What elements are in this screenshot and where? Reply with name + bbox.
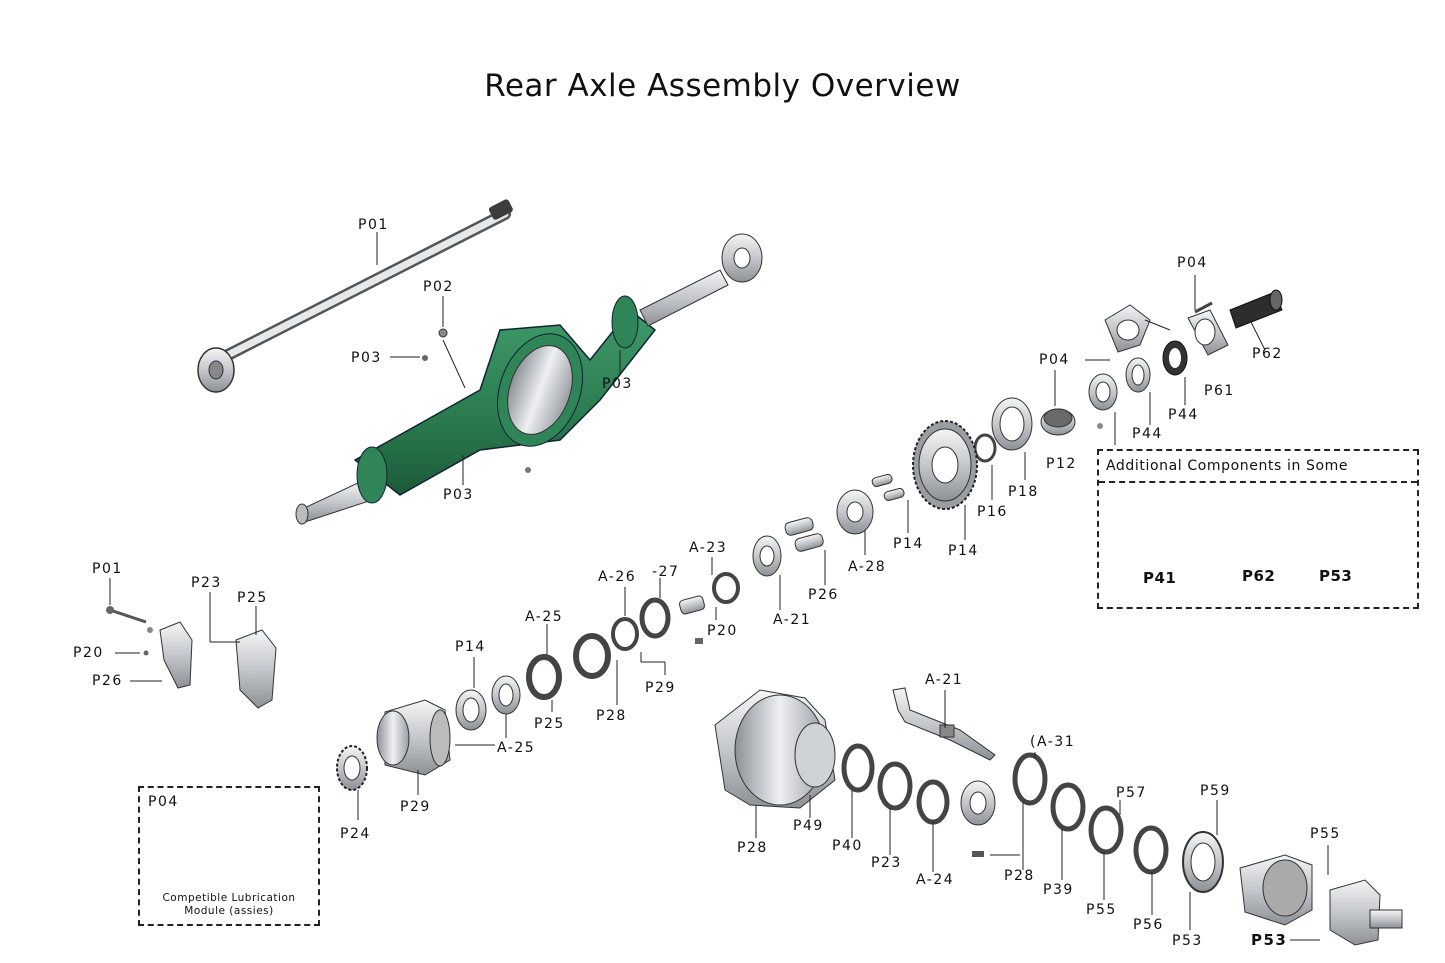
output-flange-p53 bbox=[1239, 854, 1403, 946]
lube-module-label: P04 bbox=[148, 794, 179, 810]
label-p03: P03 bbox=[443, 487, 474, 503]
axle-housing bbox=[295, 233, 763, 525]
bearing-cap-p61 bbox=[1187, 301, 1229, 356]
label-p01: P01 bbox=[92, 561, 123, 577]
label-p23: P23 bbox=[871, 855, 902, 871]
label-p03: P03 bbox=[602, 376, 633, 392]
label-a28: A-28 bbox=[848, 559, 887, 575]
pinion-shaft-p62 bbox=[1229, 289, 1283, 351]
label-p20: P20 bbox=[707, 623, 738, 639]
locking-ring-a31 bbox=[960, 780, 996, 826]
label-p12: P12 bbox=[1046, 456, 1077, 472]
label-p56: P56 bbox=[1133, 917, 1164, 933]
label-p25: P25 bbox=[237, 590, 268, 606]
label-p28: P28 bbox=[737, 840, 768, 856]
additional-components-header: Additional Components in Some bbox=[1106, 458, 1349, 474]
label-p03: P03 bbox=[351, 350, 382, 366]
shift-fork-a21 bbox=[892, 687, 996, 761]
bearing-cap-p04 bbox=[1104, 304, 1151, 353]
label-p20: P20 bbox=[73, 645, 104, 661]
label-p57: P57 bbox=[1116, 785, 1147, 801]
label-p29: P29 bbox=[400, 799, 431, 815]
ring-gear-p14 bbox=[912, 420, 978, 510]
label-p49: P49 bbox=[793, 818, 824, 834]
label-p26: P26 bbox=[808, 587, 839, 603]
label-p53: P53 bbox=[1172, 933, 1203, 949]
label-a31: (A-31 bbox=[1030, 734, 1076, 750]
label-p23: P23 bbox=[191, 575, 222, 591]
item-label-p62: P62 bbox=[1242, 567, 1276, 585]
label-p55: P55 bbox=[1310, 826, 1341, 842]
lube-module-caption-1: Competible Lubrication bbox=[162, 892, 296, 904]
label-p14: P14 bbox=[893, 536, 924, 552]
label-p44: P44 bbox=[1168, 407, 1199, 423]
label-a26: A-26 bbox=[598, 569, 637, 585]
label-p55: P55 bbox=[1086, 902, 1117, 918]
label-p04: P04 bbox=[1177, 255, 1208, 271]
label-p25: P25 bbox=[534, 716, 565, 732]
label-p59: P59 bbox=[1200, 783, 1231, 799]
label-p16: P16 bbox=[977, 504, 1008, 520]
label-a21: A-21 bbox=[773, 612, 812, 628]
lube-module-caption-2: Module (assies) bbox=[184, 905, 274, 917]
label-a27: -27 bbox=[652, 564, 680, 580]
item-label-p41: P41 bbox=[1143, 569, 1177, 587]
label-p28: P28 bbox=[1004, 868, 1035, 884]
label-p02: P02 bbox=[423, 279, 454, 295]
label-p40: P40 bbox=[832, 838, 863, 854]
label-p04: P04 bbox=[1039, 352, 1070, 368]
label-p39: P39 bbox=[1043, 882, 1074, 898]
label-p26: P26 bbox=[92, 673, 123, 689]
label-p61: P61 bbox=[1204, 383, 1235, 399]
pinion-housing-p29 bbox=[376, 699, 451, 776]
label-a25: A-25 bbox=[497, 740, 536, 756]
label-p18: P18 bbox=[1008, 484, 1039, 500]
box-divider bbox=[1099, 481, 1417, 483]
item-label-p53: P53 bbox=[1319, 567, 1353, 585]
lube-module-box: P04 Competible Lubrication Module (assie… bbox=[138, 786, 320, 926]
label-p44: P44 bbox=[1132, 426, 1163, 442]
axle-shaft-p01 bbox=[197, 199, 513, 393]
label-a25: A-25 bbox=[525, 609, 564, 625]
label-p53: P53 bbox=[1251, 931, 1288, 949]
diagram-title: Rear Axle Assembly Overview bbox=[484, 68, 961, 104]
label-p29: P29 bbox=[645, 680, 676, 696]
label-a21: A-21 bbox=[925, 672, 964, 688]
label-a24: A-24 bbox=[916, 872, 955, 888]
label-p01: P01 bbox=[358, 217, 389, 233]
label-p14: P14 bbox=[948, 543, 979, 559]
additional-components-box: Additional Components in Some P41 P62 P5… bbox=[1097, 449, 1419, 609]
label-a23: A-23 bbox=[689, 540, 728, 556]
differential-cover-p49 bbox=[714, 689, 836, 809]
label-p28: P28 bbox=[596, 708, 627, 724]
label-p62: P62 bbox=[1252, 346, 1283, 362]
label-p14: P14 bbox=[455, 639, 486, 655]
label-p24: P24 bbox=[340, 826, 371, 842]
